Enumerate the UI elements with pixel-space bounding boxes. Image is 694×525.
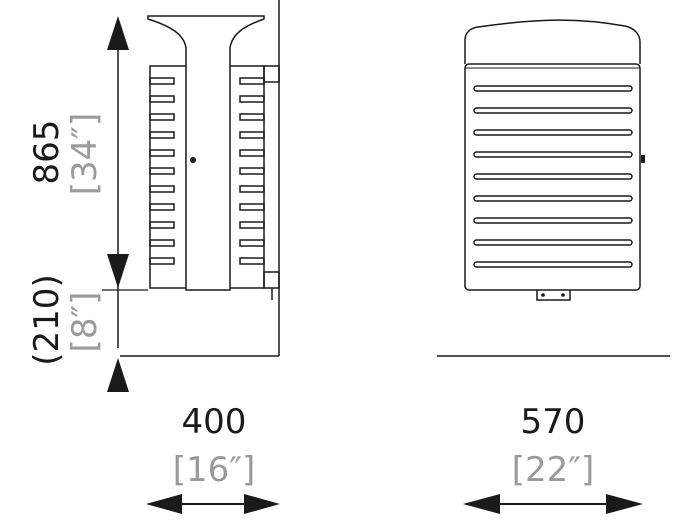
- width-imperial-label: [22″]: [512, 450, 595, 490]
- upper-bracket: [263, 65, 280, 83]
- depth-arrow: [146, 494, 280, 514]
- front-slots: [473, 85, 633, 268]
- depth-metric-label: 400: [182, 402, 247, 442]
- arrow-down-mid: [107, 254, 129, 288]
- vertical-dimension: [102, 16, 148, 392]
- front-view: [437, 19, 670, 357]
- front-body: [464, 63, 641, 291]
- funnel-top: [147, 15, 265, 291]
- bottom-tab: [536, 290, 571, 301]
- side-view: [120, 0, 280, 357]
- arrow-up-top: [107, 16, 129, 50]
- lower-bracket: [263, 271, 280, 289]
- width-arrow: [463, 494, 643, 514]
- lock-hole: [190, 157, 196, 163]
- height-metric-label: 865: [27, 120, 67, 185]
- width-metric-label: 570: [521, 402, 586, 442]
- clearance-imperial-label: [8″]: [65, 292, 105, 353]
- front-lid: [464, 19, 641, 64]
- clearance-metric-label: (210): [27, 274, 67, 365]
- depth-imperial-label: [16″]: [173, 450, 256, 490]
- left-slat-column: [149, 65, 186, 289]
- right-slat-column: [230, 65, 265, 289]
- height-imperial-label: [34″]: [65, 113, 105, 196]
- arrow-up-bottom: [107, 358, 129, 392]
